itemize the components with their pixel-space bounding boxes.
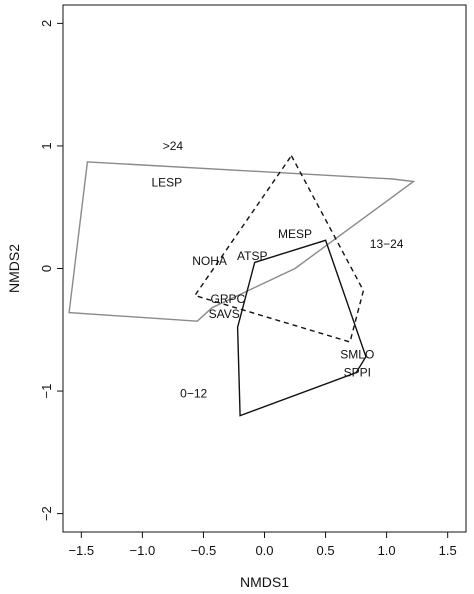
group-labels: >24 13−24 0−12 [163, 139, 404, 401]
series-polygon-2 [236, 239, 367, 417]
x-tick-label: −1.5 [68, 543, 94, 558]
group-label-2: 0−12 [180, 387, 207, 401]
species-label-sppi: SPPI [344, 366, 371, 380]
y-tick-label: 2 [39, 20, 54, 27]
x-tick-label: 1.5 [439, 543, 457, 558]
species-label-lesp: LESP [151, 176, 182, 190]
x-axis: −1.5 −1.0 −0.5 0.0 0.5 1.0 1.5 [68, 532, 457, 558]
x-axis-title: NMDS1 [240, 574, 289, 590]
species-label-noha: NOHA [192, 254, 227, 268]
group-label-0: >24 [163, 139, 184, 153]
species-label-smlo: SMLO [340, 347, 374, 361]
y-tick-label: 0 [39, 265, 54, 272]
x-tick-label: −0.5 [191, 543, 217, 558]
x-tick-label: −1.0 [130, 543, 156, 558]
plot-border [62, 4, 467, 533]
group-label-1: 13−24 [370, 237, 404, 251]
species-label-grpc: GRPC [211, 292, 246, 306]
y-tick-label: −2 [39, 506, 54, 521]
plot-frame [62, 4, 467, 533]
species-label-savs: SAVS [209, 307, 240, 321]
y-axis: −2 −1 0 1 2 [39, 20, 63, 521]
y-tick-label: 1 [39, 142, 54, 149]
y-tick-label: −1 [39, 384, 54, 399]
series-polygon-0 [68, 161, 416, 322]
y-axis-title: NMDS2 [6, 244, 22, 293]
species-label-mesp: MESP [278, 227, 312, 241]
group-polygons [68, 154, 416, 417]
x-tick-label: 1.0 [378, 543, 396, 558]
x-tick-label: 0.5 [317, 543, 335, 558]
series-polygon-1 [193, 154, 365, 343]
x-tick-label: 0.0 [255, 543, 273, 558]
species-label-atsp: ATSP [237, 249, 267, 263]
